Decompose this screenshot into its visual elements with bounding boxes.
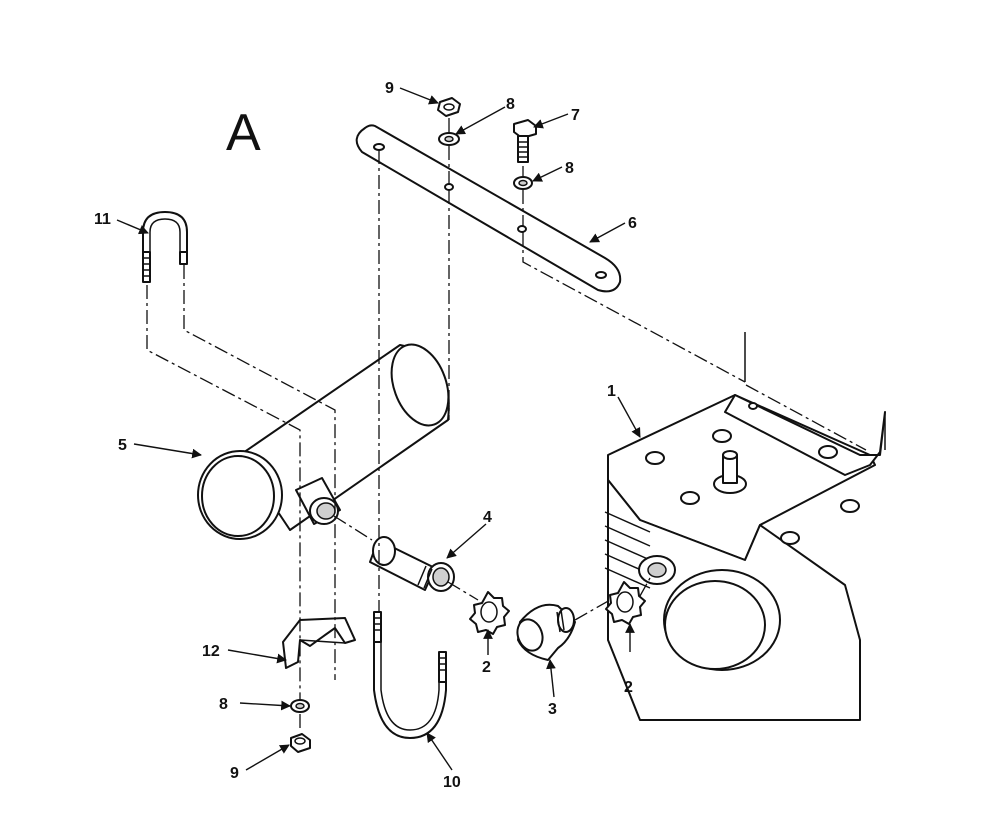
callout-8-bolt: 8 <box>565 160 574 177</box>
top-hex-nut <box>437 97 461 117</box>
mounting-bracket <box>355 124 622 293</box>
callout-11: 11 <box>94 211 111 228</box>
connector-pipe <box>369 536 455 592</box>
callout-8-top: 8 <box>506 96 515 113</box>
lower-u-bolt <box>373 611 447 739</box>
callout-12: 12 <box>202 643 220 660</box>
engine-housing <box>604 332 886 721</box>
callout-5: 5 <box>118 437 127 454</box>
callout-8-lower: 8 <box>219 696 228 713</box>
callout-7: 7 <box>571 107 580 124</box>
callout-numbers: 9 8 7 8 6 11 5 1 4 2 2 3 12 8 9 10 <box>94 80 637 791</box>
callout-1: 1 <box>607 383 616 400</box>
assembly-centerlines <box>146 118 867 732</box>
callout-3: 3 <box>548 701 557 718</box>
hex-bolt <box>513 119 537 163</box>
muffler-canister <box>197 343 450 540</box>
bolt-washer <box>513 176 533 190</box>
lower-clamp <box>282 617 356 669</box>
callout-9-top: 9 <box>385 80 394 97</box>
leader-lines <box>116 87 641 771</box>
top-washer <box>438 132 460 146</box>
elbow-fitting <box>516 603 576 661</box>
callout-10: 10 <box>443 774 461 791</box>
callout-6: 6 <box>628 215 637 232</box>
callout-2-left: 2 <box>482 659 491 676</box>
lower-hex-nut <box>290 733 311 753</box>
callout-2-right: 2 <box>624 679 633 696</box>
callout-9-lower: 9 <box>230 765 239 782</box>
callout-4: 4 <box>483 509 492 526</box>
view-label: A <box>226 104 261 162</box>
lower-washer <box>290 699 310 713</box>
upper-u-bolt <box>142 211 188 283</box>
lock-washer-left <box>469 591 510 635</box>
